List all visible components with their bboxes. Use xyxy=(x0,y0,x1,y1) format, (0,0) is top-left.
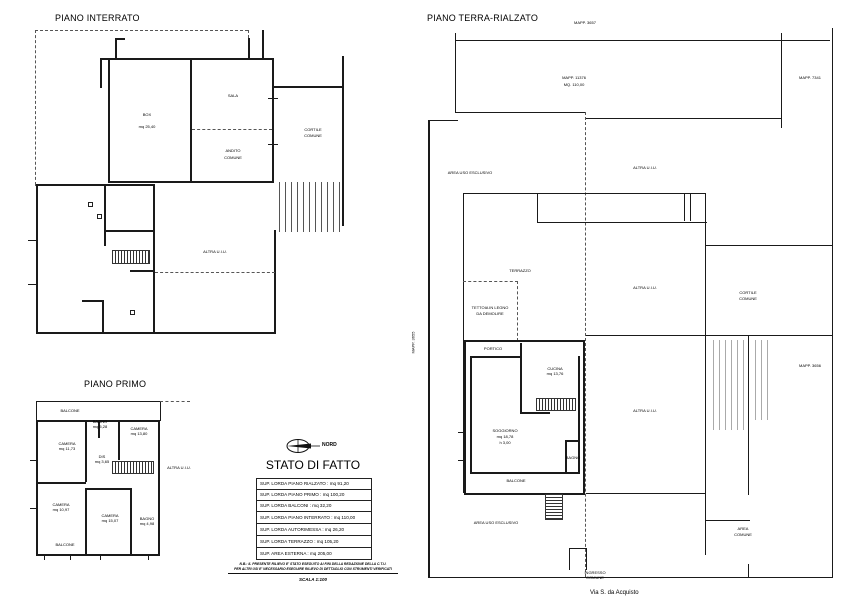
ground-cucina-area: mq 13,76 xyxy=(546,371,564,376)
ground-terrazzo: TERRAZZO xyxy=(509,268,531,273)
ground-title: PIANO TERRA-RIALZATO xyxy=(427,13,539,23)
surface-row: SUP. AREA ESTERNA : mq 205,00 xyxy=(257,549,371,560)
first-title: PIANO PRIMO xyxy=(84,379,147,389)
ground-area-uso-top: AREA USO ESCLUSIVO xyxy=(447,170,493,175)
ground-tettoia: TETTOIA IN LEGNO xyxy=(471,305,509,310)
first-dis: DIS xyxy=(98,454,106,459)
ground-altra-2: ALTRA U.I.U. xyxy=(633,285,657,290)
first-balcone-bottom: BALCONE xyxy=(55,542,75,547)
basement-sala-label: SALA xyxy=(227,93,239,98)
first-camera-2-area: mq 13,80 xyxy=(130,431,148,436)
first-camera-1-area: mq 11,73 xyxy=(58,446,76,451)
ground-mq-center: MQ. 110,00 xyxy=(563,82,585,87)
basement-andito-label: ANDITO xyxy=(225,148,241,153)
ground-soggiorno-height: h 3,00 xyxy=(499,440,511,445)
first-dis-area: mq 3,65 xyxy=(94,459,110,464)
first-bagno-2-area: mq 4,98 xyxy=(139,521,155,526)
north-label: NORD xyxy=(322,442,337,448)
surface-row: SUP. LORDA PIANO PRIMO : mq 100,20 xyxy=(257,490,371,501)
first-bagno-1-area: mq 5,28 xyxy=(92,424,108,429)
basement-cortile-label: CORTILE xyxy=(304,127,322,132)
surface-row: SUP. LORDA PIANO INTERRATO : mq 110,00 xyxy=(257,513,371,524)
scale-label: SCALA 1:100 xyxy=(298,577,328,582)
basement-box-area: mq 25,40 xyxy=(138,124,156,129)
ground-cortile: CORTILE xyxy=(739,290,757,295)
ground-mapp-top: MAPP. 3657 xyxy=(574,20,596,25)
ground-balcone: BALCONE xyxy=(506,478,526,483)
surface-table: SUP. LORDA PIANO RIALZATO : mq 91,20 SUP… xyxy=(256,478,372,560)
first-camera-2: CAMERA xyxy=(130,426,148,431)
ground-mapp-center: MAPP. 11376 xyxy=(562,75,586,80)
basement-title: PIANO INTERRATO xyxy=(55,13,140,23)
ground-mapp-right: MAPP. 7341 xyxy=(799,75,821,80)
compass-icon xyxy=(286,439,320,453)
ground-ingresso-comune: COMUNE xyxy=(586,575,604,580)
surface-row: SUP. LORDA BALCONI : mq 32,20 xyxy=(257,501,371,512)
ground-area-uso-bottom: AREA USO ESCLUSIVO xyxy=(473,520,519,525)
note-line-2: PER ALTRI USI E' NECESSARIO ESEGUIRE RIL… xyxy=(234,567,392,571)
north-arrow xyxy=(284,438,320,454)
ground-soggiorno-area: mq 18,78 xyxy=(496,434,514,439)
first-bagno-1: BAGNO xyxy=(92,419,108,424)
surface-row: SUP. LORDA TERRAZZO : mq 105,20 xyxy=(257,537,371,548)
ground-area-comune: AREA xyxy=(737,526,749,531)
stato-title: STATO DI FATTO xyxy=(265,458,361,472)
ground-altra-3: ALTRA U.I.U. xyxy=(633,408,657,413)
first-balcone-top: BALCONE xyxy=(60,408,80,413)
ground-area-comune-2: COMUNE xyxy=(734,532,752,537)
ground-demolire: DA DEMOLIRE xyxy=(476,311,504,316)
first-camera-4-area: mq 15,07 xyxy=(101,518,119,523)
surface-row: SUP. LORDA PIANO RIALZATO : mq 91,20 xyxy=(257,479,371,490)
first-camera-3: CAMERA xyxy=(52,502,70,507)
basement-cortile-comune: COMUNE xyxy=(304,133,322,138)
first-altra: ALTRA U.I.U. xyxy=(167,465,191,470)
ground-altra-1: ALTRA U.I.U. xyxy=(633,165,657,170)
note-line-1: N.B.: IL PRESENTE RILIEVO E' STATO ESEGU… xyxy=(239,562,387,566)
ground-cucina: CUCINA xyxy=(547,366,563,371)
ground-ingresso: INGRESSO xyxy=(584,570,606,575)
first-camera-1: CAMERA xyxy=(58,441,76,446)
ground-street: Via S. da Acquisto xyxy=(590,590,639,596)
surface-row: SUP. LORDA AUTORIMESSA : mq 26,20 xyxy=(257,525,371,536)
ground-mapp-side: MAPP. 3656 xyxy=(799,363,821,368)
ground-cortile-comune: COMUNE xyxy=(739,296,757,301)
basement-andito-comune: COMUNE xyxy=(224,155,242,160)
basement-altra-label: ALTRA U.I.U. xyxy=(203,249,227,254)
ground-soggiorno: SOGGIORNO xyxy=(492,428,518,433)
first-camera-4: CAMERA xyxy=(101,513,119,518)
first-bagno-2: BAGNO xyxy=(139,516,155,521)
basement-box-label: BOX xyxy=(142,112,152,117)
first-camera-3-area: mq 10,97 xyxy=(52,507,70,512)
ground-portico: PORTICO xyxy=(483,346,503,351)
basement-plan xyxy=(0,0,400,360)
ground-bagno: BAGNO xyxy=(565,455,581,460)
